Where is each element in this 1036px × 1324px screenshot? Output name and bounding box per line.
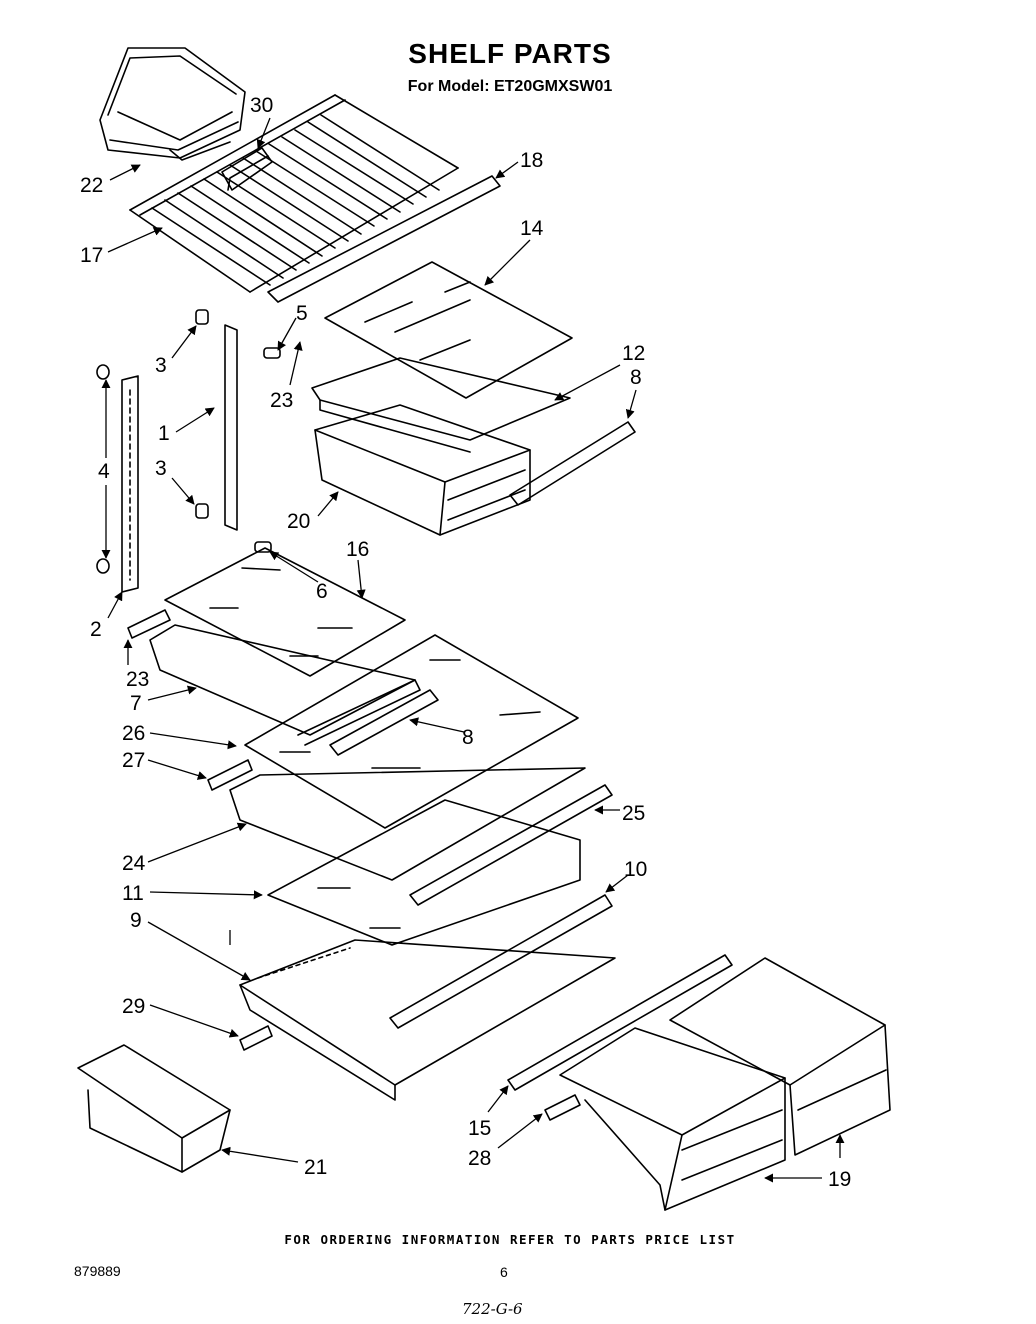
part-10-rail (389, 894, 613, 1029)
part-5-screw (263, 347, 281, 359)
part-11-glass-shelf (267, 799, 581, 946)
part-1-ladder-right (224, 324, 238, 531)
callout-27: 27 (122, 749, 145, 772)
ordering-note: FOR ORDERING INFORMATION REFER TO PARTS … (284, 1232, 736, 1247)
callout-8-lower: 8 (462, 726, 474, 749)
part-16-glass-shelf (164, 547, 406, 677)
callout-9: 9 (130, 909, 142, 932)
part-18-shelf-rail (267, 175, 501, 303)
leader-lines (101, 117, 845, 1183)
part-8-rod (509, 421, 636, 506)
callout-1: 1 (158, 422, 170, 445)
callout-28: 28 (468, 1147, 491, 1170)
callout-7: 7 (130, 692, 142, 715)
part-24-shelf-frame (229, 767, 586, 881)
part-6-screw (254, 541, 272, 553)
part-27-bar (207, 759, 253, 791)
callout-3-upper: 3 (155, 354, 167, 377)
callout-labels: 30 18 22 17 14 5 3 12 8 23 1 4 3 20 16 6… (80, 94, 851, 1191)
callout-15: 15 (468, 1117, 491, 1140)
part-8-rod-lower (329, 689, 439, 756)
part-3-clip-upper (195, 309, 209, 325)
part-25-rail (409, 784, 613, 906)
part-23-bar (127, 609, 171, 639)
callout-26: 26 (122, 722, 145, 745)
part-9-crisper-cover-frame (239, 939, 616, 1101)
part-20-crisper-drawer (314, 404, 531, 536)
callout-23-upper: 23 (270, 389, 293, 412)
part-4-cap-lower (96, 558, 110, 574)
callout-18: 18 (520, 149, 543, 172)
part-21-bin (77, 1044, 231, 1173)
part-14-glass-shelf (324, 261, 573, 399)
callout-4: 4 (98, 460, 110, 483)
callout-29: 29 (122, 995, 145, 1018)
callout-20: 20 (287, 510, 310, 533)
page-number: 6 (500, 1264, 508, 1280)
callout-8-upper: 8 (630, 366, 642, 389)
model-subtitle: For Model: ET20GMXSW01 (407, 78, 613, 95)
part-15-rail (507, 954, 733, 1091)
callout-10: 10 (624, 858, 647, 881)
callout-5: 5 (296, 302, 308, 325)
callout-24: 24 (122, 852, 146, 875)
part-7-shelf-frame (149, 624, 421, 746)
callout-19: 19 (828, 1168, 851, 1191)
callout-16: 16 (346, 538, 369, 561)
callout-2: 2 (90, 618, 102, 641)
callout-22: 22 (80, 174, 103, 197)
part-26-glass-shelf (244, 634, 579, 829)
document-number: 879889 (74, 1263, 121, 1279)
page-title: SHELF PARTS (408, 38, 612, 69)
part-28-bar (544, 1094, 581, 1121)
handwritten-code: 722-G-6 (462, 1300, 523, 1318)
part-19-crisper-drawers (559, 957, 891, 1211)
callout-25: 25 (622, 802, 645, 825)
callout-30: 30 (250, 94, 273, 117)
part-3-clip-lower (195, 503, 209, 519)
part-12-shelf-frame (311, 357, 571, 453)
callout-3-lower: 3 (155, 457, 167, 480)
part-4-cap-upper (96, 364, 110, 380)
callout-14: 14 (520, 217, 544, 240)
part-29-bar (239, 1025, 273, 1051)
part-17-wire-shelf (129, 94, 459, 293)
part-30-bracket (221, 147, 273, 191)
callout-23-lower: 23 (126, 668, 149, 691)
callout-12: 12 (622, 342, 645, 365)
callout-21: 21 (304, 1156, 327, 1179)
callout-6: 6 (316, 580, 328, 603)
callout-11: 11 (122, 882, 144, 905)
callout-17: 17 (80, 244, 103, 267)
part-22-dairy-bin (99, 47, 246, 161)
part-2-ladder-left (121, 375, 139, 593)
